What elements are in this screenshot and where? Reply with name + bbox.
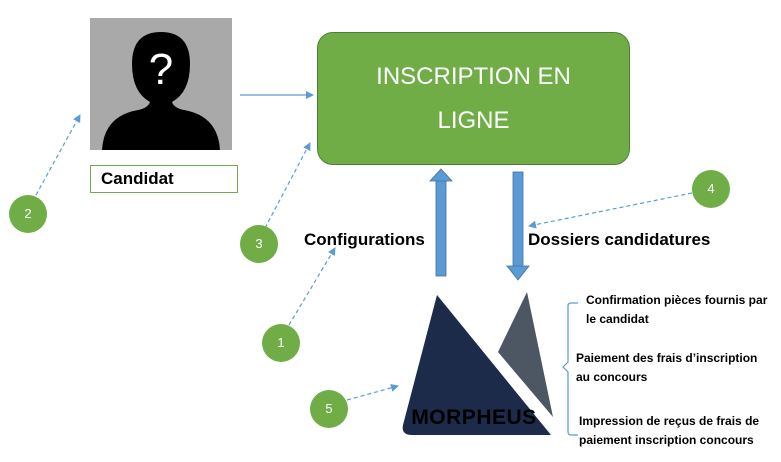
up-arrow (429, 168, 453, 277)
note-paiement: Paiement des frais d’inscription au conc… (576, 351, 758, 384)
down-arrow (506, 171, 530, 281)
step-badge-1: 1 (262, 324, 300, 362)
morpheus-logo: MORPHEUS (402, 292, 553, 435)
step-badge-3: 3 (240, 225, 278, 263)
main-box-line1: INSCRIPTION EN (376, 62, 571, 90)
step-badge-5: 5 (310, 390, 348, 428)
step-badge-2: 2 (9, 195, 47, 233)
pointer-badge-4 (528, 192, 693, 229)
pointer-badge-3 (264, 142, 311, 229)
inscription-en-ligne-box: INSCRIPTION EN LIGNE (317, 32, 630, 165)
step-badge-4: 4 (692, 170, 730, 208)
pointer-badge-1 (288, 247, 336, 326)
note-confirmation: Confirmation pièces fournis par le candi… (586, 293, 768, 326)
person-silhouette-icon: ? (102, 32, 220, 150)
question-mark: ? (149, 45, 173, 94)
candidate-label: Candidat (90, 165, 238, 193)
notes-brace (562, 302, 578, 436)
dossiers-candidatures-label: Dossiers candidatures (528, 230, 711, 249)
main-box-line2: LIGNE (437, 106, 510, 134)
logo-text: MORPHEUS (411, 406, 536, 429)
candidate-avatar: ? (90, 18, 232, 150)
note-impression: Impression de reçus de frais de paiement… (579, 414, 760, 447)
configurations-label: Configurations (304, 230, 425, 249)
pointer-badge-2 (35, 114, 81, 196)
pointer-badge-5 (346, 383, 399, 401)
